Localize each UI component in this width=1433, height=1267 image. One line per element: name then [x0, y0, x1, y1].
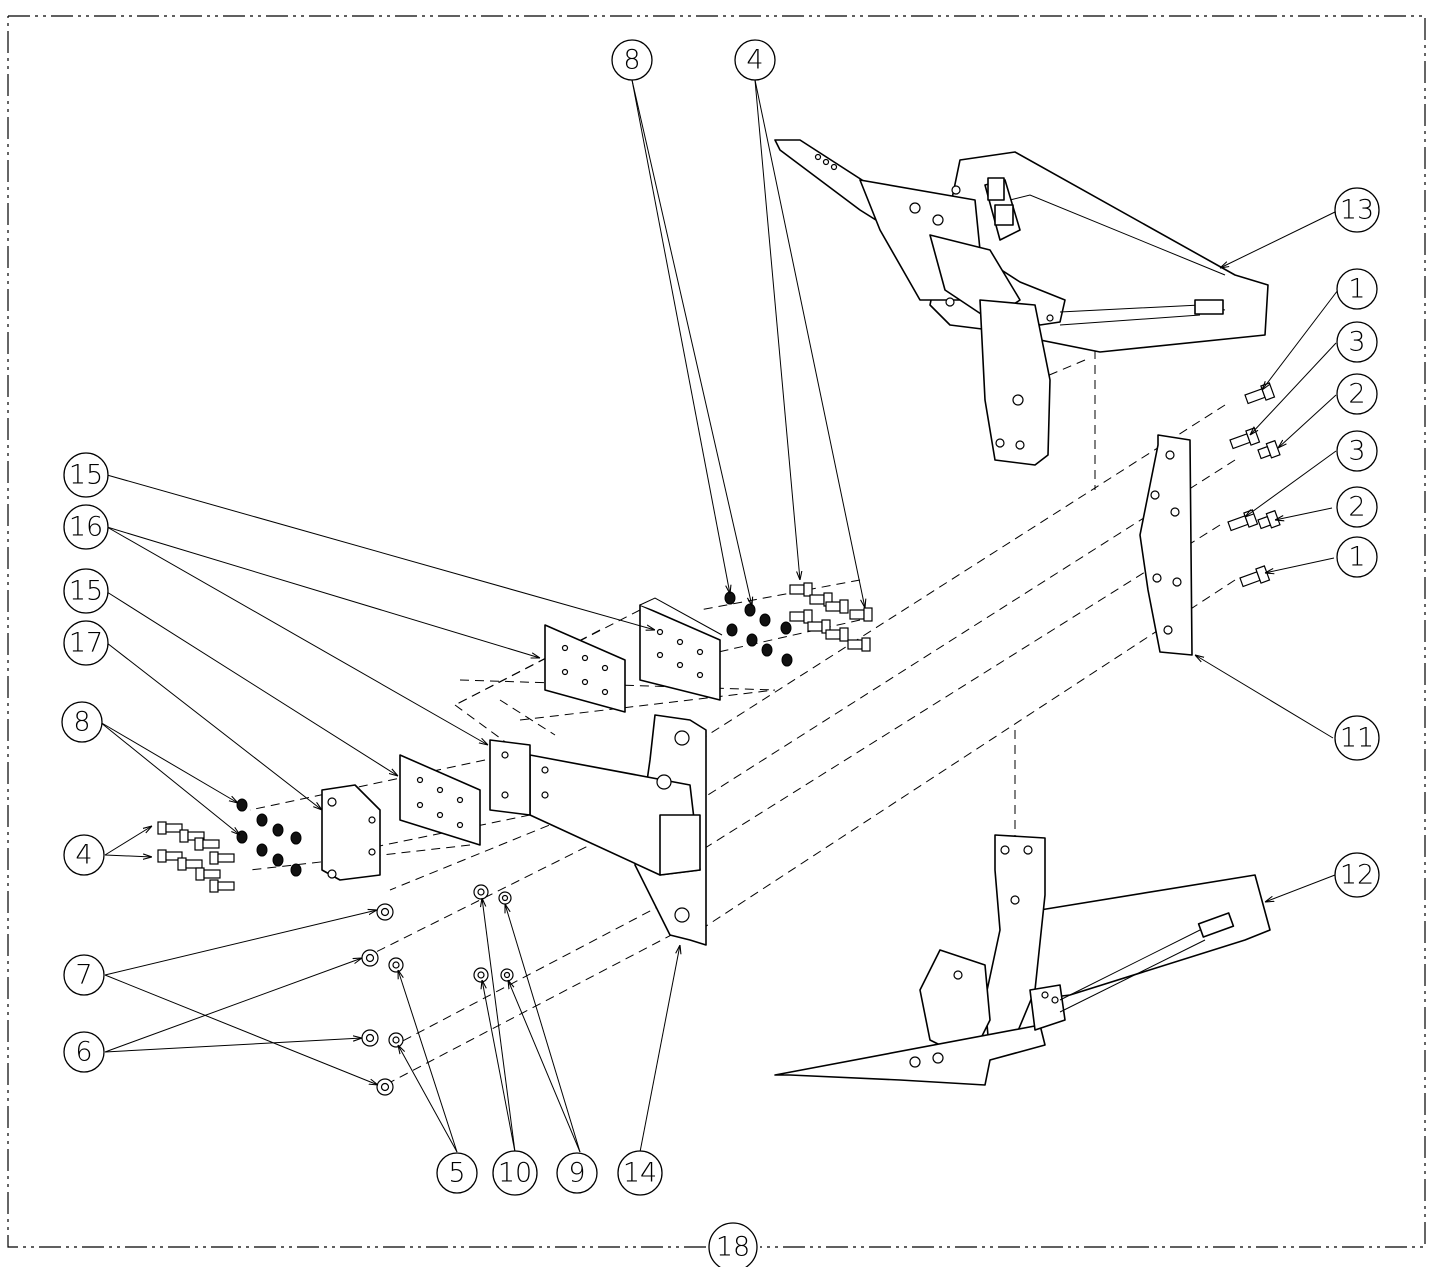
balloon-4-left: 4 — [63, 834, 105, 876]
balloon-8-left: 8 — [61, 701, 103, 743]
balloon-16: 16 — [63, 504, 109, 550]
svg-text:1: 1 — [1348, 542, 1365, 573]
balloon-13: 13 — [1334, 187, 1380, 233]
balloon-2-upper: 2 — [1336, 373, 1378, 415]
upper-clamp-plates-parts-15-16 — [544, 597, 723, 713]
balloon-3-upper: 3 — [1336, 321, 1378, 363]
svg-text:2: 2 — [1348, 492, 1365, 523]
mounting-clip — [994, 204, 1014, 226]
balloon-6: 6 — [63, 1031, 105, 1073]
svg-text:3: 3 — [1348, 327, 1365, 358]
svg-text:8: 8 — [623, 45, 640, 76]
balloon-15-lower: 15 — [63, 568, 109, 614]
svg-text:6: 6 — [75, 1037, 92, 1068]
svg-text:8: 8 — [73, 707, 90, 738]
balloon-18-assembly: 18 — [708, 1222, 758, 1267]
svg-text:10: 10 — [498, 1158, 532, 1189]
svg-text:4: 4 — [75, 840, 92, 871]
balloon-4-top: 4 — [734, 39, 776, 81]
svg-text:12: 12 — [1340, 860, 1374, 891]
svg-text:9: 9 — [568, 1158, 585, 1189]
balloon-1-upper: 1 — [1336, 268, 1378, 310]
mounting-plate-part-11 — [1139, 434, 1193, 656]
svg-text:7: 7 — [75, 960, 92, 991]
svg-text:5: 5 — [448, 1158, 465, 1189]
adjuster-rod-nut — [1194, 299, 1224, 315]
assembly-border-frame — [7, 15, 1426, 1248]
svg-text:13: 13 — [1340, 195, 1374, 226]
balloon-5: 5 — [436, 1152, 478, 1194]
bottom-nuts-and-washers — [361, 884, 514, 1096]
svg-text:3: 3 — [1348, 436, 1365, 467]
balloon-10: 10 — [492, 1150, 538, 1196]
assembly-center-lines — [249, 350, 1236, 1086]
svg-text:11: 11 — [1340, 723, 1374, 754]
beam-leg-part-14 — [489, 714, 707, 946]
upper-plough-body-part-13 — [774, 139, 1269, 466]
balloon-1-lower: 1 — [1336, 536, 1378, 578]
balloon-12: 12 — [1334, 852, 1380, 898]
balloon-14: 14 — [617, 1150, 663, 1196]
balloon-11: 11 — [1334, 715, 1380, 761]
svg-text:15: 15 — [69, 460, 103, 491]
svg-text:2: 2 — [1348, 379, 1365, 410]
left-bolts-and-washers — [157, 798, 302, 893]
balloon-8-top: 8 — [611, 39, 653, 81]
balloon-7: 7 — [63, 954, 105, 996]
adjuster-rod-nut — [1197, 912, 1235, 938]
svg-text:1: 1 — [1348, 274, 1365, 305]
upper-bolts-and-washers — [724, 582, 873, 667]
lower-clamp-plates-parts-15-17 — [321, 754, 481, 881]
svg-text:16: 16 — [69, 512, 103, 543]
svg-text:15: 15 — [69, 576, 103, 607]
svg-text:14: 14 — [623, 1158, 657, 1189]
balloon-9: 9 — [556, 1152, 598, 1194]
right-bolts-parts-1-2-3 — [1227, 382, 1281, 588]
lower-plough-body-part-12 — [774, 834, 1271, 1086]
svg-text:17: 17 — [69, 628, 103, 659]
balloon-3-lower: 3 — [1336, 430, 1378, 472]
svg-text:4: 4 — [746, 45, 763, 76]
leader-lines — [99, 79, 1339, 1153]
balloon-2-lower: 2 — [1336, 486, 1378, 528]
balloon-15-upper: 15 — [63, 452, 109, 498]
mounting-clip — [987, 177, 1005, 201]
svg-text:18: 18 — [716, 1232, 750, 1263]
balloon-17: 17 — [63, 620, 109, 666]
